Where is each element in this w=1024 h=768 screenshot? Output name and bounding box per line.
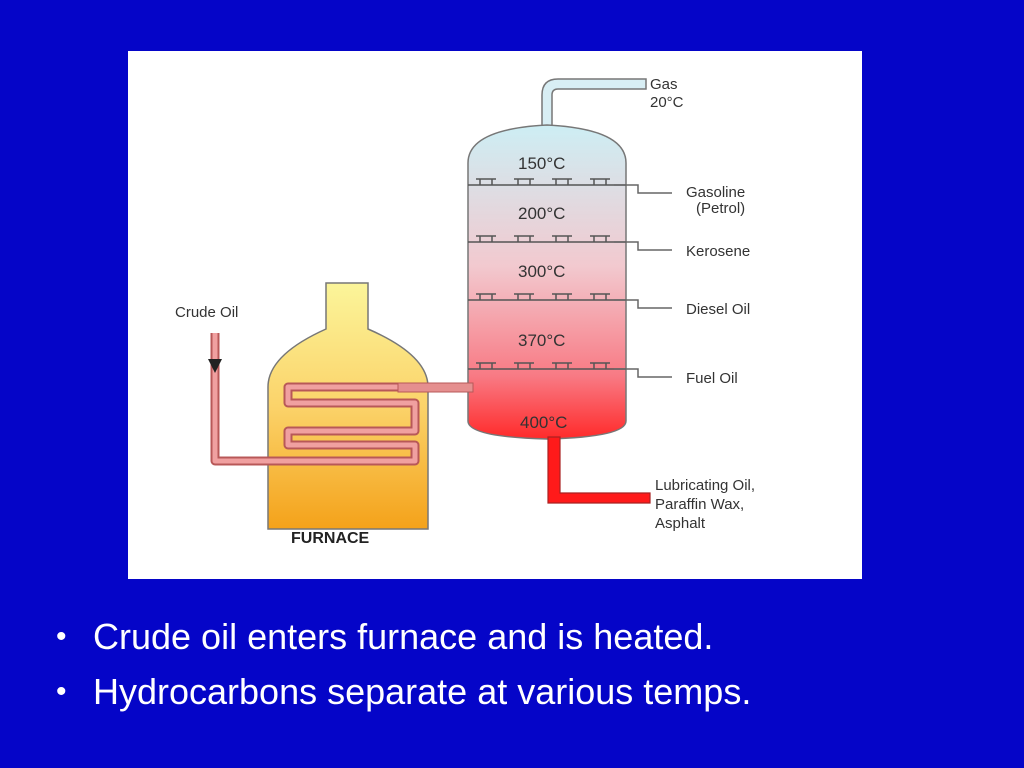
bullet-item: • Crude oil enters furnace and is heated… xyxy=(56,612,996,667)
tray-3 xyxy=(468,293,626,301)
gas-outlet-pipe xyxy=(541,78,647,136)
furnace-label: FURNACE xyxy=(291,530,370,547)
crude-oil-label: Crude Oil xyxy=(175,304,238,321)
temp-label-400: 400°C xyxy=(520,413,567,432)
bullet-list: • Crude oil enters furnace and is heated… xyxy=(56,612,996,722)
diesel-oil-label: Diesel Oil xyxy=(686,301,750,318)
temp-label-150: 150°C xyxy=(518,154,565,173)
temp-label-300: 300°C xyxy=(518,262,565,281)
tray-1 xyxy=(468,178,626,186)
temp-label-200: 200°C xyxy=(518,204,565,223)
bullet-marker: • xyxy=(56,675,67,708)
bullet-item: • Hydrocarbons separate at various temps… xyxy=(56,667,996,722)
distillation-column xyxy=(467,124,627,440)
crude-oil-pipe-inner xyxy=(212,333,418,464)
asphalt-label: Asphalt xyxy=(655,515,706,532)
bullet-marker: • xyxy=(56,620,67,653)
temp-label-370: 370°C xyxy=(518,331,565,350)
crude-oil-arrow xyxy=(208,359,222,373)
diagram-svg: Gas 20°C 150°C 200°C 300°C 370°C 400°C G… xyxy=(175,76,755,547)
tray-4 xyxy=(468,362,626,370)
gas-temp-label: 20°C xyxy=(650,94,684,111)
tray-2 xyxy=(468,235,626,243)
gasoline-label: Gasoline xyxy=(686,184,745,201)
bullet-text: Hydrocarbons separate at various temps. xyxy=(93,671,752,712)
side-draw-pipes xyxy=(614,184,672,378)
fuel-oil-label: Fuel Oil xyxy=(686,370,738,387)
residue-pipe xyxy=(547,436,651,504)
petrol-label: (Petrol) xyxy=(696,200,745,217)
feed-pipe xyxy=(397,382,474,393)
lubricating-oil-label: Lubricating Oil, xyxy=(655,477,755,494)
fractional-distillation-diagram: Gas 20°C 150°C 200°C 300°C 370°C 400°C G… xyxy=(128,51,862,579)
gas-label: Gas xyxy=(650,76,678,93)
paraffin-wax-label: Paraffin Wax, xyxy=(655,496,744,513)
kerosene-label: Kerosene xyxy=(686,243,750,260)
bullet-text: Crude oil enters furnace and is heated. xyxy=(93,616,714,657)
